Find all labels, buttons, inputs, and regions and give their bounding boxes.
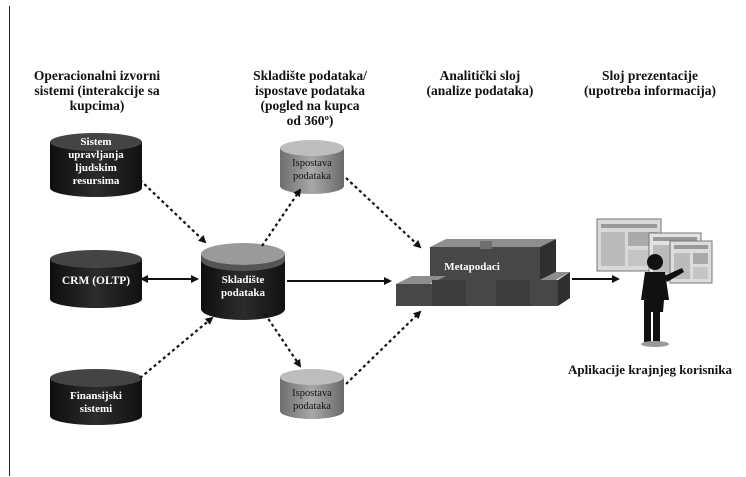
hr-label-line: resursima: [73, 175, 120, 187]
header-operational-sources: Operacionalni izvorni sistemi (interakci…: [22, 68, 172, 113]
cylinder-crm: CRM (OLTP): [50, 250, 142, 308]
mart-top-label-line: podataka: [293, 171, 331, 182]
warehouse-label-line: Skladište: [222, 274, 265, 286]
cylinder-hr-system: Sistem upravljanja ljudskim resursima: [50, 133, 142, 197]
header-analytical-layer: Analitički sloj (analize podataka): [405, 68, 555, 98]
header-line: (analize podataka): [426, 83, 534, 98]
screens-illustration: [596, 218, 713, 284]
header-line: Operacionalni izvorni: [33, 68, 161, 83]
arrow-warehouse-to-mart-top: [261, 188, 302, 247]
hr-label-line: ljudskim: [75, 162, 117, 174]
header-presentation-layer: Sloj prezentacije (upotreba informacija): [575, 68, 725, 98]
warehouse-label-line: podataka: [221, 287, 266, 299]
header-line: ispostave podataka: [255, 83, 365, 98]
header-line: Sloj prezentacije: [601, 68, 699, 83]
arrow-hr-to-warehouse: [139, 179, 207, 244]
end-user-applications-label: Aplikacije krajnjeg korisnika: [568, 362, 732, 377]
hr-label-line: Sistem: [80, 136, 111, 148]
metadata-label: Metapodaci: [444, 261, 500, 273]
header-line: Analitički sloj: [439, 68, 521, 83]
metadata-blocks: Metapodaci: [396, 239, 570, 306]
arrow-fin-to-warehouse: [139, 316, 214, 379]
person-icon: [641, 254, 684, 347]
header-line: (pogled na kupca: [260, 98, 360, 113]
mart-top-label-line: Ispostava: [292, 158, 332, 169]
cylinder-data-mart-bottom: Ispostava podataka: [280, 369, 344, 419]
left-border-line: [9, 6, 10, 476]
cylinder-data-warehouse: Skladište podataka: [201, 243, 285, 320]
header-line: od 360º): [286, 113, 334, 128]
header-data-warehouse: Skladište podataka/ ispostave podataka (…: [235, 68, 385, 128]
header-line: kupcima): [69, 98, 125, 113]
header-line: sistemi (interakcije sa: [34, 83, 160, 98]
arrow-mart-top-to-metadata: [345, 177, 422, 249]
header-line: (upotreba informacija): [583, 83, 717, 98]
cylinder-financial-systems: Finansijski sistemi: [50, 369, 142, 425]
arrow-mart-bottom-to-metadata: [345, 310, 422, 385]
hr-label-line: upravljanja: [68, 149, 124, 161]
header-line: Skladište podataka/: [253, 68, 367, 83]
fin-label-line: Finansijski: [70, 390, 122, 402]
cylinder-data-mart-top: Ispostava podataka: [280, 140, 344, 194]
mart-bottom-label-line: Ispostava: [292, 388, 332, 399]
mart-bottom-label-line: podataka: [293, 401, 331, 412]
fin-label-line: sistemi: [80, 403, 112, 415]
arrow-warehouse-to-mart-bottom: [264, 313, 302, 368]
crm-label: CRM (OLTP): [62, 275, 130, 287]
